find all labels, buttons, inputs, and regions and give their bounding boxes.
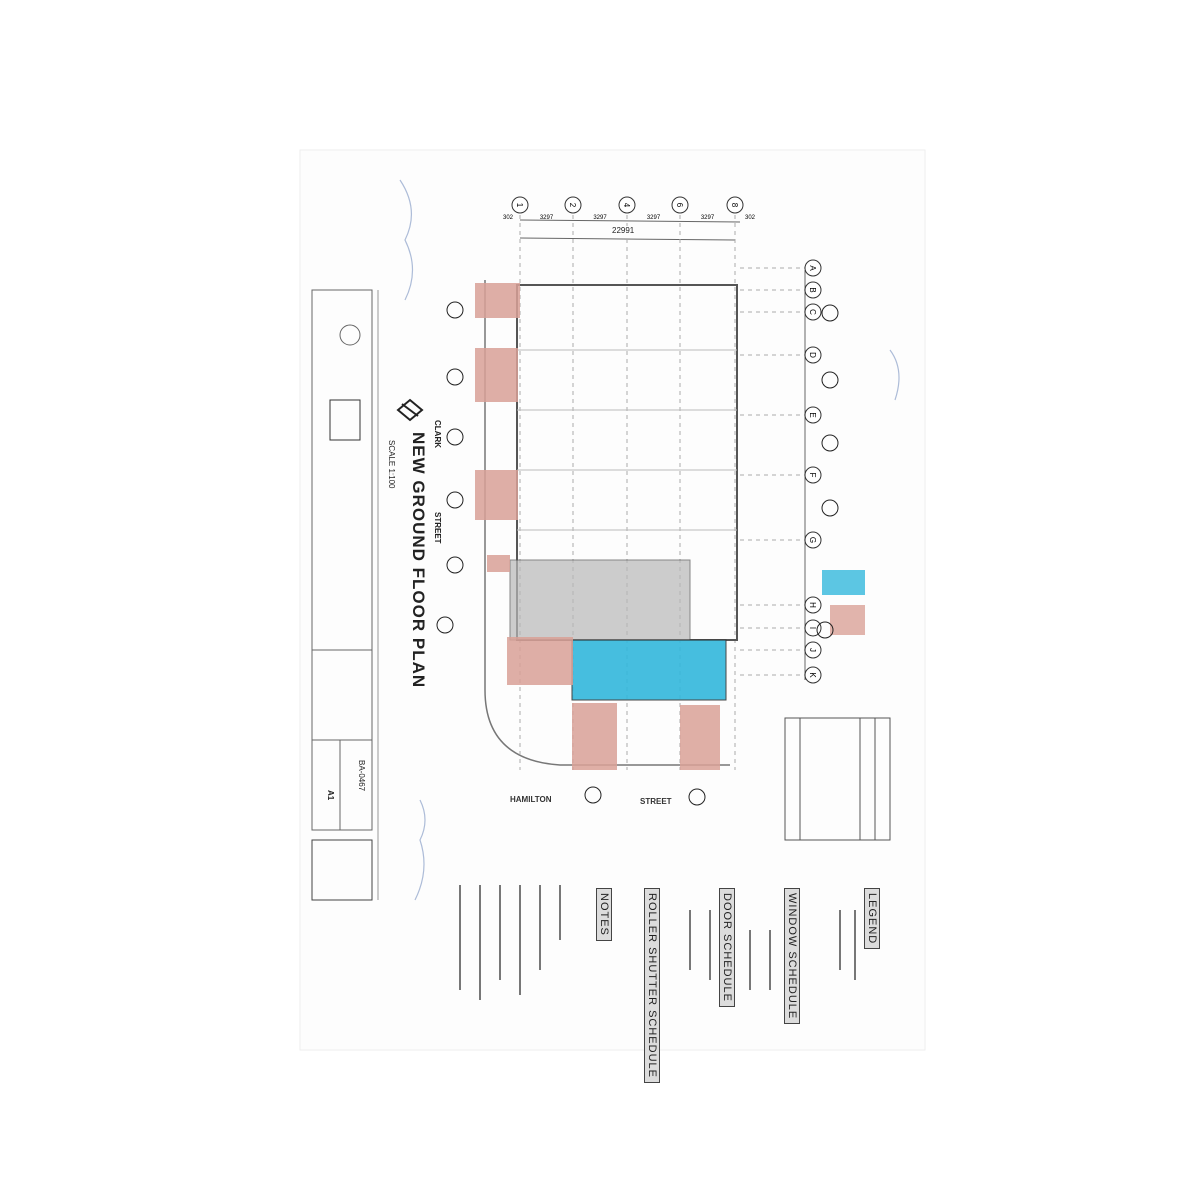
title-block [311,289,373,901]
svg-text:A: A [808,265,817,271]
grid-row-bubble: H [740,596,822,614]
grid-row-bubble: E [740,406,822,424]
pink-swatch [830,605,865,635]
svg-text:F: F [808,473,817,478]
svg-text:4: 4 [622,203,631,208]
grid-row-bubble: F [740,466,822,484]
grid-row-bubble: C [740,303,822,321]
grid-columns: 1 2 4 6 8 3297 3297 3297 3297 302 302 [503,196,756,770]
internal-walls [517,349,737,531]
grid-row-bubble: G [740,531,822,549]
office-core-gray [509,559,691,641]
street-label-hamilton: HAMILTON [510,795,552,804]
column-spacing-label: 3297 [701,215,715,221]
overall-dimension: 22991 [612,226,635,235]
blue-swatch [822,570,865,595]
svg-text:I: I [808,627,817,629]
grid-row-bubble: J [740,641,822,659]
column-spacing-label: 3297 [647,215,661,221]
grid-row-bubble: A [740,259,822,277]
member-schedule-table [784,717,891,841]
drawing-scale: SCALE 1:100 [387,440,396,489]
north-arrow-icon [396,398,424,422]
handwritten-annotations [399,179,900,901]
drawing-title: NEW GROUND FLOOR PLAN [409,432,428,689]
grid-row-bubble: B [740,281,822,299]
grid-row-bubble: D [740,346,822,364]
grid-column-bubble: 1 [511,196,529,770]
svg-text:D: D [808,352,817,358]
svg-text:6: 6 [675,203,684,208]
svg-text:8: 8 [730,203,739,208]
svg-text:B: B [808,287,817,292]
column-spacing-label: 3297 [540,215,554,221]
svg-text:H: H [808,602,817,608]
street-label-clark-suffix: STREET [433,512,442,544]
grid-row-bubble: K [740,666,822,684]
grid-column-bubble: 8 [726,196,744,770]
column-spacing-label: 3297 [593,215,607,221]
schedule-text-lines [459,885,856,1000]
site-boundary [484,280,730,766]
drawing-number: BA-0467 [357,760,366,792]
street-label-clark: CLARK [433,420,442,448]
highlighted-areas-pink [475,283,720,770]
highlighted-area-blue [571,639,727,701]
svg-text:K: K [808,672,817,678]
grid-column-bubble: 4 [618,196,636,770]
svg-text:2: 2 [568,203,577,208]
sheet-size: A1 [326,790,335,801]
svg-text:1: 1 [515,203,524,208]
edge-dimension-label: 302 [745,215,756,221]
svg-text:G: G [808,537,817,543]
edge-dimension-label: 302 [503,215,514,221]
section-markers [436,301,839,806]
street-label-hamilton-suffix: STREET [640,797,672,806]
grid-column-bubble: 6 [671,196,689,770]
grid-column-bubble: 2 [564,196,582,770]
svg-text:J: J [808,648,817,652]
svg-text:E: E [808,412,817,417]
svg-text:C: C [808,309,817,315]
